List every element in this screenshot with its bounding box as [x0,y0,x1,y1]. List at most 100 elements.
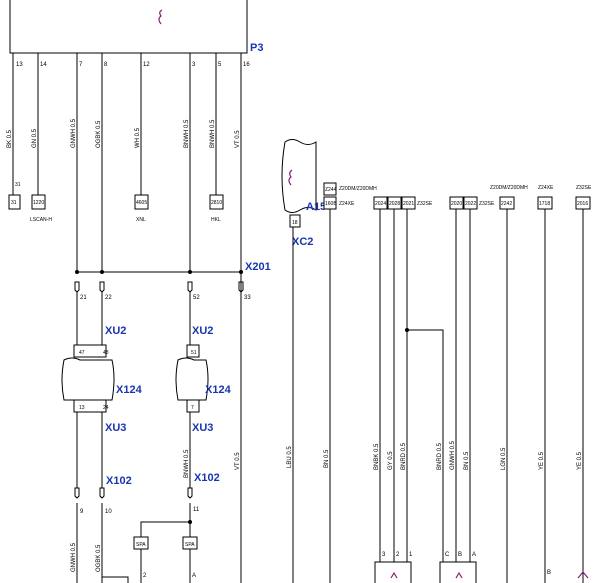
splice-link [140,521,190,537]
wire-label: WH 0.5 [135,127,141,148]
code-label: Z24XE [538,185,554,191]
component-symbol-icon [577,571,589,579]
bottom-pin: A [192,573,196,579]
code-number: 2022 [465,201,476,207]
right-wires [455,209,471,562]
wire-label: VT 0.5 [235,130,241,148]
wire-label: VT 0.5 [235,452,241,470]
x201-terminals [74,281,244,293]
xu2-pin-right: 51 [191,350,197,356]
code-number: 1718 [539,201,550,207]
xc2-connector [289,214,301,228]
code-label: Z32SE [417,201,433,207]
wire-label: BK 0.5 [7,129,13,148]
mid-wires [76,292,191,583]
bottom-pin: B [458,552,462,558]
code-label: Z20DM/Z20DMH [490,185,528,191]
wire-label: BNWH 0.5 [184,449,190,478]
splice-dot [405,328,409,332]
x102-pin: 11 [193,507,200,513]
x102-label: X102 [106,475,132,487]
code-label: Z32SE [576,185,592,191]
code-number: 2021 [403,201,414,207]
wire-label: BNRD 0.5 [401,442,407,470]
wire-label: LGN 0.5 [501,447,507,470]
wire-label: YE 0.5 [539,451,545,470]
right-wires [379,209,444,562]
code-box [323,182,337,196]
code-number: 2024 [375,201,386,207]
xu3-connector [73,399,107,413]
ref-label: XNL [136,217,146,223]
code-box [401,196,416,210]
wire-label: GN 0.5 [32,128,38,148]
p3-pin: 3 [192,62,196,68]
xu3-pin: 24 [103,405,109,411]
wire-label: OGBK 0.5 [96,120,102,148]
ref-label: LSCAN-H [30,217,52,223]
xu2-label-right: XU2 [192,325,213,337]
wire-label: BNWH 0.5 [210,119,216,148]
xu2-connector-right [186,344,200,358]
bottom-pin: B [547,570,551,576]
p3-pin: 8 [104,62,108,68]
module-symbol-icon [158,9,163,25]
xu3-label: XU3 [105,422,126,434]
p3-pin: 16 [243,62,250,68]
wire-label: BNRD 0.5 [437,442,443,470]
a15-label: A15 [306,201,326,213]
code-label: Z20DM/Z20DMH [339,186,377,192]
wire-label: YE 0.5 [577,451,583,470]
a15-symbol-icon [288,169,293,186]
bottom-component [374,561,412,583]
wire-label: GNWH 0.5 [71,542,77,572]
component-symbol-icon [455,571,463,579]
x102-label-right: X102 [194,472,220,484]
bottom-pin: 2 [143,573,147,579]
p3-pin: 13 [16,62,23,68]
x201-splices [75,270,243,274]
wire-label: LBU 0.5 [287,446,293,468]
wire-label: BNBK 0.5 [374,443,380,470]
xc2-label: XC2 [292,236,313,248]
x124-housing-right [175,357,209,401]
x201-pin: 33 [244,295,251,301]
code-number: 2028 [389,201,400,207]
x124-label-right: X124 [205,384,232,396]
code-number: 160B [325,201,337,207]
xu2-connector [73,344,107,358]
code-label: Z32SE [479,201,495,207]
code-label: Z24XE [339,201,355,207]
wire-label: BN 0.5 [324,449,330,468]
wire-label: OGBK 0.5 [96,544,102,572]
x124-label: X124 [116,384,143,396]
xc2-pin: 18 [292,220,298,226]
bottom-component [101,576,129,583]
x201-pin: 21 [80,295,87,301]
wire-label: GNWH 0.5 [71,118,77,148]
x102-pin: 9 [80,509,84,515]
ref-box [134,194,149,210]
wire-label: GY 0.5 [388,451,394,470]
bottom-pin: 1 [409,552,413,558]
ref-number: 31 [11,200,17,206]
x201-label: X201 [245,261,271,273]
splice-dot [188,520,192,524]
a15-module [281,139,317,213]
code-number: 2020 [451,201,462,207]
bottom-pin: 3 [382,552,386,558]
ref-box [31,194,46,210]
p3-pin: 12 [143,62,150,68]
component-symbol-icon [390,571,398,579]
code-number: Z244 [325,187,337,193]
code-number: 2016 [577,201,588,207]
xu2-pin: 47 [79,350,85,356]
bottom-pin: 2 [396,552,400,558]
splice-label: SPA [185,542,195,548]
bottom-component [439,561,477,583]
x201-pin: 52 [193,295,200,301]
p3-label: P3 [250,42,263,54]
x124-housing [61,357,115,401]
xu2-pin: 48 [103,350,109,356]
